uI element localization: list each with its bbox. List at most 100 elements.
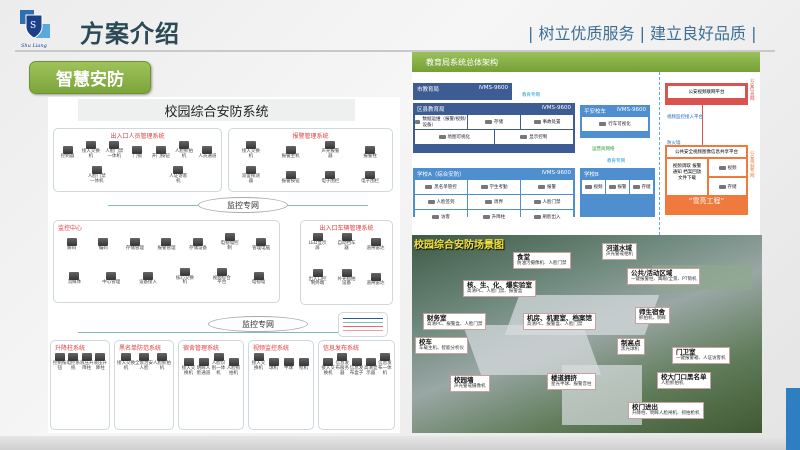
device-icon [365,145,376,154]
device-label: 接入交换机 [321,365,335,376]
device-label: 道闸雷达 [366,281,385,287]
device-label: 人脸门禁一体机 [105,149,124,159]
callout-title: 机房、机要室、档案馆 [527,314,592,322]
device-label: 人脸抓拍机 [175,149,194,159]
arch-cell-label: 事故处置 [542,120,561,125]
share-platform-box: 公共安全视频图像信息共享平台 视频调取 报警通知 档案回放 文件下载 视频存储 … [665,145,748,215]
scene-callout: 制高点黑光球机 [617,338,645,355]
device-label: 道闸雷达 [366,245,385,251]
subsystem-box-bollard: 升降柱系统控制按钮电控系统液压升降柱液压升降柱 [50,340,110,430]
campus-scene-image: 校园综合安防场景图 食堂防油污摄像机、人脸门禁河道水域声光警戒相机公共/活动区域… [412,235,762,433]
device-row: 接入交换机信息发布服务器信息发布盒子高清显示器信息发布一体机 [321,353,392,377]
device-label: 明眸人脸通道 [196,365,211,376]
device-label: 人证访客机 [169,174,188,184]
arch-cell: 存储 [468,115,520,129]
device-icon [312,233,323,241]
share-cell: 存储 [709,178,746,195]
arch-cell-label: 升降柱 [491,215,506,220]
device-icon [253,353,264,361]
school-a-name: 学校A（综合安防） [417,172,465,178]
device-label: 液压升降柱 [93,361,108,371]
device-item: 接入交换机 [82,141,100,160]
device-label: 接入交换机 [181,365,196,376]
bus-platform: iVMS-9600 [616,107,646,113]
subsystem-box-alarm: 报警管理系统接入交换机报警主机声光报警器报警柱双鉴探测器报警按钮电子围栏电子围栏 [228,128,393,192]
device-icon [538,185,545,189]
callout-title: 校园墙 [454,376,474,384]
device-label: 视频综合平台 [212,275,231,286]
device-label: 接入交换机 [251,361,266,371]
scene-callout: 核、生、化、爆实验室高清PC、人脸门禁、报警盒 [463,280,536,297]
callout-title: 公共/活动区域 [631,269,673,277]
firewall-label: 防火墙 [667,141,681,146]
section-badge[interactable]: 智慧安防 [29,61,151,94]
callout-title: 食堂 [517,253,530,261]
device-icon [718,165,726,170]
device-icon [283,357,294,366]
device-label: 信息发布服务器 [335,361,350,376]
device-icon [129,237,140,246]
arch-cell: 事故处置 [521,115,573,129]
device-row: LED显示屏自动挡车器道闸雷达 [303,233,390,252]
device-icon [533,200,541,204]
device-icon [121,353,131,361]
device-row: 人脸门禁一体机人证访客机 [56,166,219,185]
callout-title: 校大门口黑名单 [661,373,707,381]
device-label: 电视墙控制 [220,241,239,251]
architecture-title: 教育局系统总体架构 [412,52,760,72]
callout-title: 核、生、化、爆实验室 [467,281,532,289]
device-label: 核心交换机 [175,275,194,286]
device-item: 球机 [266,357,281,372]
device-icon [173,166,184,174]
arch-cell: 存储 [630,180,653,194]
device-label: 球机 [269,365,278,371]
device-label: 出入口控制终端 [308,276,327,287]
device-label: 设备接入 [139,280,158,286]
device-item: 流媒体 [65,272,83,286]
device-item: 报警柱 [361,145,379,160]
diagram-title: 校园综合安防系统 [78,99,355,121]
device-icon [312,268,323,277]
callout-title: 楼道拥挤 [551,374,577,382]
scene-callout: 楼道拥挤星光半球、报警音柱 [547,373,596,390]
device-icon [198,357,209,366]
device-icon [718,184,726,189]
device-label: 半球 [284,365,293,371]
share-cell: 视频 [709,159,746,176]
callout-title: 师生宿舍 [639,308,665,316]
arch-cell-label: 学生考勤 [489,185,508,190]
device-item: 核心交换机 [175,267,194,287]
device-icon [323,357,334,366]
arch-cell-label: 刷脸出入 [542,215,561,220]
subsystem-box-blacklist: 黑名单防范系统接入交换机全景治安人脸人脸抓拍机 [114,340,174,430]
share-cell-label: 视频 [727,165,737,171]
device-label: 人脸抓拍机 [153,361,171,371]
device-item: 信息发布一体机 [378,353,392,377]
device-icon [253,272,264,281]
arch-cell-label: 显示控制 [529,135,548,140]
subsystem-box-entry-people: 出入口人员管理系统控制器接入交换机人脸门禁一体机门锁开门按钮人脸抓拍机人员通道人… [53,128,222,192]
device-icon [66,237,77,246]
device-icon [482,215,490,219]
device-label: LED显示屏 [308,241,327,251]
device-label: 枪机 [299,365,308,371]
share-functions: 视频调取 报警通知 档案回放 文件下载 [667,159,707,195]
device-row: 接入交换机明眸人脸通道人脸识别一体机人脸抓拍机 [181,353,241,377]
device-item: 枪机 [296,357,311,372]
device-item: 管理电脑 [252,237,270,252]
device-icon [520,135,528,139]
device-item: 编码 [94,237,112,252]
device-label: 电视墙 [251,280,266,286]
svg-text:S: S [30,21,36,31]
device-icon [268,357,279,366]
device-item: 双鉴探测器 [242,166,260,185]
device-icon [370,237,381,246]
police-platform-label: 公安视频联网平台 [668,86,745,98]
device-icon [298,357,309,366]
device-item: 中心管理 [102,272,120,286]
police-video-net-label: 公安视频专网 [750,151,755,179]
device-icon [379,353,390,361]
device-item: 液压升降柱 [93,353,108,372]
device-icon [161,237,172,246]
